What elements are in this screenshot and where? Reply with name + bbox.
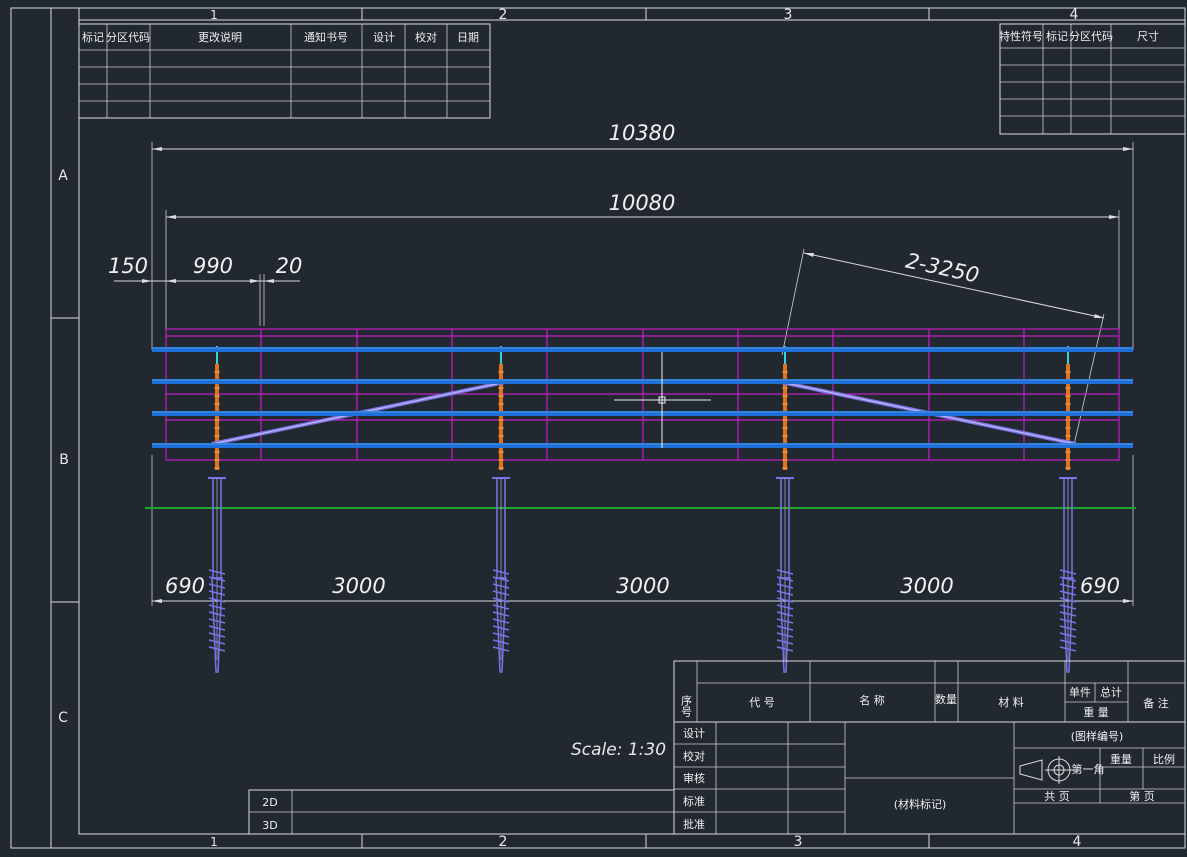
bom-name: 名 称 (859, 693, 885, 707)
sheet-number: 第 页 (1129, 789, 1155, 803)
feat-header-symbol: 特性符号 (999, 29, 1043, 43)
total-sheets: 共 页 (1044, 790, 1070, 803)
purlin-rails[interactable] (152, 347, 1133, 448)
dimension-lines: 10380 10080 150 990 20 2-3250 690 3000 (108, 121, 1134, 606)
feat-header-mark: 标记 (1046, 29, 1068, 43)
purlin-rail-2[interactable] (152, 379, 1133, 384)
role-design: 设计 (683, 727, 705, 740)
first-angle-projection-icon (1019, 756, 1073, 784)
crosshair-cursor-icon (614, 352, 711, 448)
rev-header-check: 校对 (415, 30, 437, 44)
dim-first-bay: 990 (193, 254, 233, 278)
panel-frame[interactable] (165, 328, 1120, 461)
dim-inner-width: 10080 (609, 191, 676, 215)
zone-col-1: 1 (210, 8, 218, 22)
ground-screw-pile[interactable] (208, 346, 226, 673)
dim-gap: 20 (276, 254, 303, 278)
role-review: 审核 (683, 771, 705, 785)
zone-col-2: 2 (499, 7, 508, 23)
ground-screw-pile[interactable] (1059, 346, 1077, 673)
rev-header-design: 设计 (373, 31, 395, 44)
feat-header-zone: 分区代码 (1069, 30, 1113, 43)
dim-brace-length: 2-3250 (904, 249, 982, 288)
bom-seq: 序号 (680, 694, 693, 718)
bom-total-weight: 总计 (1100, 685, 1122, 699)
bom-remark: 备 注 (1143, 696, 1169, 710)
rev-header-zone: 分区代码 (106, 31, 150, 44)
rev-header-description: 更改说明 (198, 30, 242, 44)
zone-row-a: A (58, 168, 68, 184)
weight-label: 重量 (1110, 752, 1132, 766)
zone-row-c: C (58, 710, 68, 726)
feat-header-size: 尺寸 (1137, 29, 1159, 43)
dim-span-1: 3000 (332, 574, 385, 598)
rev-header-date: 日期 (457, 31, 479, 44)
rev-header-notice: 通知书号 (304, 30, 348, 44)
zone-col-3: 3 (784, 7, 793, 23)
mode-2d[interactable]: 2D (262, 796, 277, 809)
bom-weight: 重 量 (1083, 705, 1109, 719)
view-mode-box: 2D 3D (248, 789, 675, 835)
dim-span-3: 3000 (900, 574, 953, 598)
zone-col-4: 4 (1070, 7, 1079, 23)
zone-col-3-bottom: 3 (794, 834, 803, 850)
projection-label: 第一角 (1072, 762, 1105, 776)
scale-note: Scale: 1:30 (571, 740, 666, 760)
zone-col-4-bottom: 4 (1073, 834, 1082, 850)
purlin-rail-4[interactable] (152, 443, 1133, 448)
purlin-rail-1[interactable] (152, 347, 1133, 352)
feature-table: 特性符号 标记 分区代码 尺寸 (999, 23, 1186, 135)
dim-end-left: 690 (165, 574, 205, 598)
scale-label: 比例 (1153, 752, 1175, 766)
zone-labels: 1 2 3 4 1 2 3 4 A B C (58, 7, 1081, 850)
role-approve: 批准 (683, 817, 705, 831)
material-mark: (材料标记) (894, 797, 947, 811)
bom-header-table: 序号 代 号 名 称 数量 材 料 单件 总计 重 量 备 注 (673, 660, 1186, 723)
role-check: 校对 (683, 749, 705, 763)
zone-col-1-bottom: 1 (210, 835, 218, 849)
bom-code: 代 号 (749, 696, 775, 709)
dim-span-2: 3000 (616, 574, 669, 598)
dim-end-right: 690 (1080, 574, 1120, 598)
dim-overall-width: 10380 (609, 121, 676, 145)
role-standard: 标准 (683, 794, 705, 808)
bom-material: 材 料 (998, 695, 1024, 709)
drawing-number: (图样编号) (1071, 729, 1124, 743)
zone-row-b: B (59, 452, 69, 468)
revision-table: 标记 分区代码 更改说明 通知书号 设计 校对 日期 (78, 23, 491, 119)
bom-qty: 数量 (935, 693, 957, 706)
mode-3d[interactable]: 3D (262, 819, 277, 832)
purlin-rail-3[interactable] (152, 411, 1133, 416)
title-block: 设计 校对 审核 标准 批准 (材料标记) (图样编号) 重量 比例 第一角 共… (673, 721, 1186, 835)
dim-left-offset: 150 (108, 254, 148, 278)
bom-unit-weight: 单件 (1069, 686, 1091, 699)
zone-col-2-bottom: 2 (499, 834, 508, 850)
rev-header-mark: 标记 (82, 30, 104, 44)
